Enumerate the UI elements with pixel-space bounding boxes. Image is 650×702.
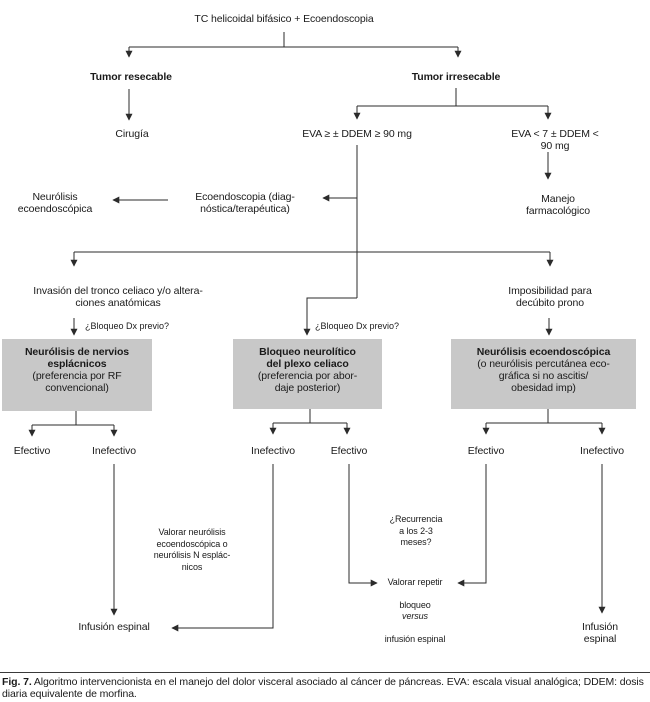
node-tumor-resecable: Tumor resecable <box>90 71 172 83</box>
label-bloqueo-dx-1: ¿Bloqueo Dx previo? <box>85 321 170 331</box>
box-bloqueo-plexo-celiaco-subtitle: (preferencia por abor- daje posterior) <box>257 370 358 394</box>
note-valorar-neurolisis: Valorar neurólisis ecoendoscópica o neur… <box>153 527 231 572</box>
box-bloqueo-plexo-celiaco: Bloqueo neurolítico del plexo celiaco (p… <box>233 339 382 409</box>
edge-efectivo2-to-valorar <box>348 464 378 587</box>
node-inefectivo-1: Inefectivo <box>92 445 136 457</box>
node-manejo-farmacologico: Manejo farmacológico <box>525 193 591 217</box>
node-ecoendoscopia: Ecoendoscopia (diag- nóstica/terapéutica… <box>195 191 295 215</box>
node-efectivo-3: Efectivo <box>467 445 505 457</box>
note-valorar-repetir-line3: infusión espinal <box>384 634 446 644</box>
node-tumor-irresecable: Tumor irresecable <box>411 71 501 83</box>
box-neurolisis-esplacnicos: Neurólisis de nervios esplácnicos (prefe… <box>2 339 152 411</box>
box-neurolisis-ecoendoscopica: Neurólisis ecoendoscópica (o neurólisis … <box>451 339 636 409</box>
node-tc-ecoendoscopia: TC helicoidal bifásico + Ecoendoscopia <box>194 13 374 25</box>
caption-divider <box>0 672 650 673</box>
edge-to-box-plexo <box>303 297 357 336</box>
note-valorar-repetir-versus: versus <box>402 611 428 621</box>
note-valorar-repetir-line2: bloqueo <box>399 599 431 610</box>
node-infusion-espinal-der: Infusión espinal <box>582 621 618 645</box>
label-bloqueo-dx-2: ¿Bloqueo Dx previo? <box>315 321 400 331</box>
node-inefectivo-3: Inefectivo <box>580 445 624 457</box>
note-valorar-repetir-line1: Valorar repetir <box>387 576 443 587</box>
node-neurolisis-ecoendoscopica: Neurólisis ecoendoscópica <box>17 191 93 215</box>
figure-caption: Fig. 7. Algoritmo intervencionista en el… <box>2 676 648 700</box>
node-cirugia: Cirugía <box>115 128 149 140</box>
node-eva-alta: EVA ≥ ± DDEM ≥ 90 mg <box>302 128 412 140</box>
figure-caption-text: Algoritmo intervencionista en el manejo … <box>2 676 644 700</box>
node-imposibilidad: Imposibilidad para decúbito prono <box>508 285 592 309</box>
box-neurolisis-esplacnicos-subtitle: (preferencia por RF convencional) <box>32 370 122 394</box>
figure-caption-label: Fig. 7. <box>2 676 32 688</box>
node-efectivo-1: Efectivo <box>13 445 51 457</box>
node-efectivo-2: Efectivo <box>330 445 368 457</box>
node-invasion-tronco: Invasión del tronco celiaco y/o altera- … <box>33 285 203 309</box>
box-neurolisis-esplacnicos-title: Neurólisis de nervios esplácnicos <box>24 346 130 370</box>
edge-efectivo3-to-valorar <box>457 464 487 587</box>
node-inefectivo-2: Inefectivo <box>251 445 295 457</box>
box-bloqueo-plexo-celiaco-title: Bloqueo neurolítico del plexo celiaco <box>259 346 356 370</box>
box-neurolisis-ecoendoscopica-title: Neurólisis ecoendoscópica <box>476 346 611 358</box>
node-infusion-espinal-izq: Infusión espinal <box>78 621 150 633</box>
edge-inefectivo2-to-infusion <box>171 464 274 632</box>
note-valorar-repetir: Valorar repetir bloqueo versus infusión … <box>384 565 446 646</box>
box-neurolisis-ecoendoscopica-subtitle: (o neurólisis percutánea eco- gráfica si… <box>477 358 610 394</box>
note-recurrencia: ¿Recurrencia a los 2-3 meses? <box>389 514 443 547</box>
node-eva-baja: EVA < 7 ± DDEM < 90 mg <box>511 128 599 152</box>
